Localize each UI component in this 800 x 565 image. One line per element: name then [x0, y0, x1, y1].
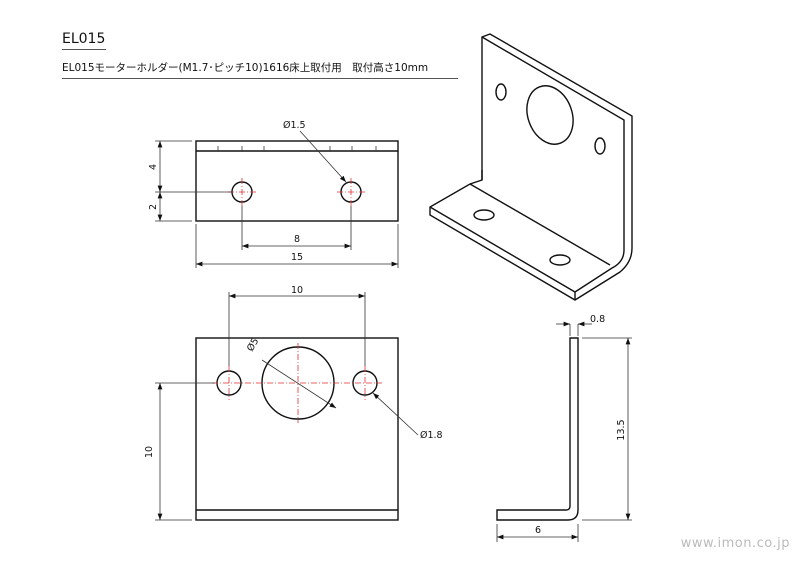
hole-dia-label: Ø1.5 — [283, 120, 306, 131]
side-view: 0.8 13.5 6 — [496, 314, 632, 542]
dim-depth: 6 — [535, 525, 541, 536]
hole-dia-label: Ø1.8 — [420, 430, 443, 441]
dim-thickness: 0.8 — [590, 314, 605, 325]
dim-width: 15 — [291, 252, 303, 263]
drawing-title: EL015 — [62, 31, 106, 50]
watermark: www.imon.co.jp — [680, 536, 790, 551]
dim-hole-height: 10 — [144, 446, 155, 458]
center-hole-dia-label: Ø5 — [245, 336, 261, 353]
front-view: 10 10 Ø5 Ø1.8 — [144, 285, 443, 521]
dim-height-lower: 2 — [148, 204, 159, 210]
dim-hole-pitch: 8 — [294, 234, 300, 245]
dim-hole-pitch: 10 — [291, 285, 303, 296]
isometric-view — [429, 33, 633, 301]
dim-height: 13.5 — [616, 419, 627, 440]
dim-height-upper: 4 — [148, 164, 159, 170]
drawing-subtitle: EL015モーターホルダー(M1.7･ピッチ10)1616床上取付用 取付高さ1… — [62, 60, 458, 79]
top-view: 4 2 8 15 Ø1.5 — [148, 120, 399, 268]
